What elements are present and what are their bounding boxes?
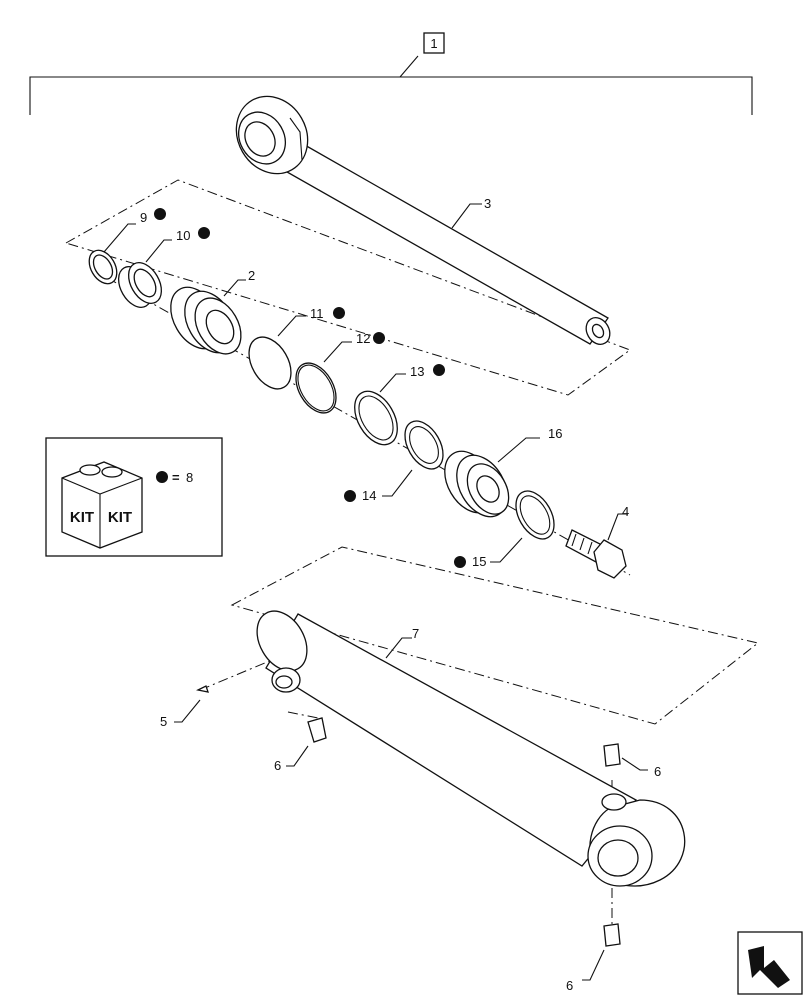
kit-legend: KIT KIT = 8	[45, 437, 223, 557]
kit-text-right: KIT	[108, 509, 132, 526]
rod-seal	[117, 262, 163, 308]
kit-box-icon	[61, 461, 143, 549]
gland	[170, 286, 242, 355]
wear-ring-14	[404, 420, 444, 470]
plug-6a	[307, 717, 327, 743]
label-7: 7	[412, 626, 419, 641]
kit-marker-icon	[333, 307, 345, 319]
label-6c: 6	[566, 978, 573, 993]
next-page-arrow-icon[interactable]	[737, 931, 803, 995]
backup-ring-13	[354, 390, 398, 446]
legend-kit-number: 8	[186, 470, 193, 485]
cylinder-barrel	[256, 610, 686, 887]
label-9: 9	[140, 210, 147, 225]
callout-box	[423, 32, 445, 54]
label-11: 11	[310, 306, 324, 321]
piston	[444, 450, 510, 518]
label-12: 12	[356, 331, 370, 346]
label-6b: 6	[654, 764, 661, 779]
legend-equals: =	[172, 470, 180, 485]
label-4: 4	[622, 504, 629, 519]
assembly-bracket	[29, 76, 753, 115]
kit-marker-icon	[433, 364, 445, 376]
o-ring-11	[248, 336, 292, 390]
wiper-ring	[88, 249, 118, 285]
o-ring-12	[295, 362, 337, 414]
grease-fitting	[196, 685, 209, 693]
piston-bolt	[565, 529, 627, 579]
kit-text-left: KIT	[70, 509, 94, 526]
plug-6b	[603, 743, 621, 767]
kit-marker-icon	[198, 227, 210, 239]
label-16: 16	[548, 426, 562, 441]
label-13: 13	[410, 364, 424, 379]
label-5: 5	[160, 714, 167, 729]
kit-marker-icon	[156, 471, 168, 483]
label-15: 15	[472, 554, 486, 569]
piston-rod	[235, 95, 611, 345]
callout-1-label: 1	[430, 36, 437, 51]
kit-marker-icon	[344, 490, 356, 502]
label-2: 2	[248, 268, 255, 283]
kit-marker-icon	[373, 332, 385, 344]
label-3: 3	[484, 196, 491, 211]
assembly-callout: 1	[29, 32, 753, 115]
seal-15	[515, 490, 555, 540]
label-14: 14	[362, 488, 376, 503]
label-10: 10	[176, 228, 190, 243]
kit-marker-icon	[454, 556, 466, 568]
label-6a: 6	[274, 758, 281, 773]
leader-3	[451, 203, 482, 229]
kit-marker-icon	[154, 208, 166, 220]
plug-6c	[603, 923, 621, 947]
